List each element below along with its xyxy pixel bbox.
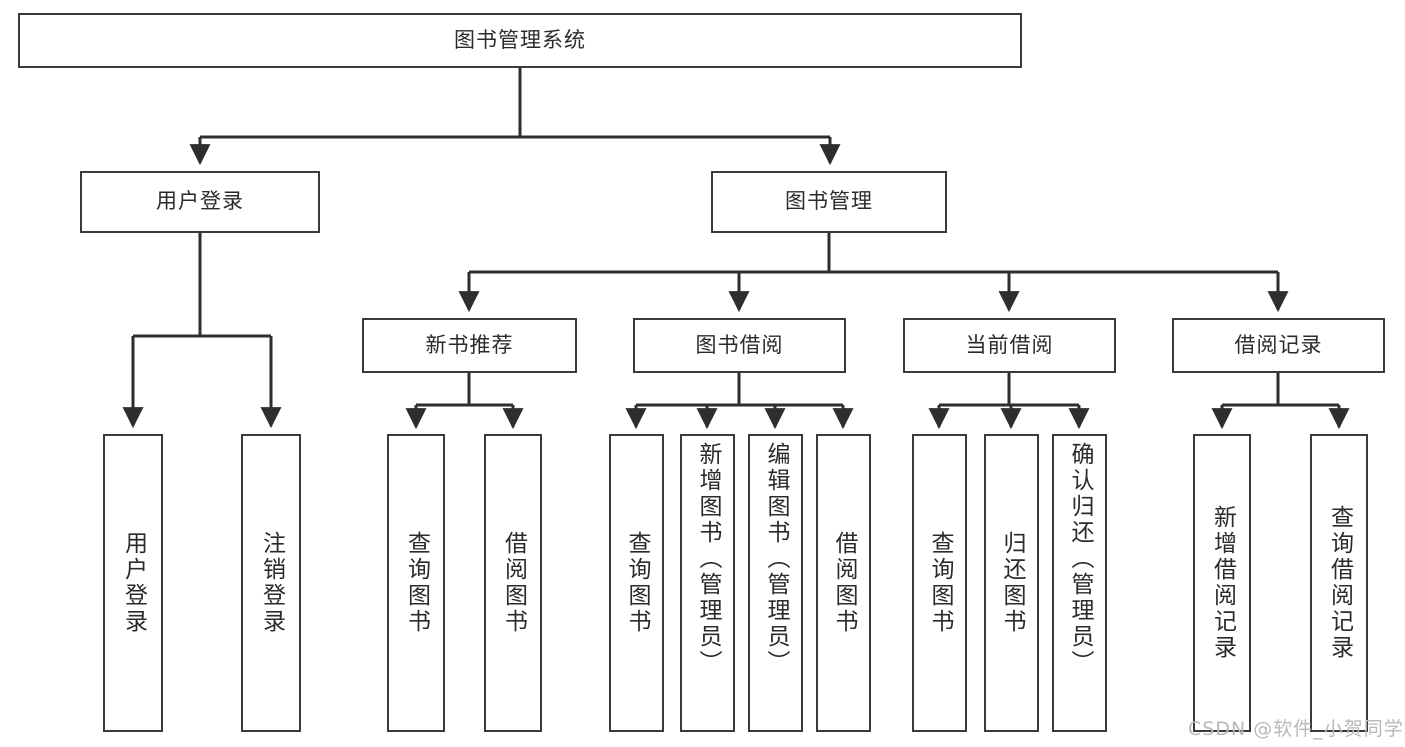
- node-leaf-query-book-2[interactable]: 查询图书: [609, 434, 664, 732]
- node-current-borrow[interactable]: 当前借阅: [903, 318, 1116, 373]
- node-leaf-edit-book[interactable]: 编辑图书（管理员）: [748, 434, 803, 732]
- node-leaf-borrow-book-2-label: 借阅图书: [831, 531, 857, 635]
- node-leaf-query-book-1-label: 查询图书: [403, 531, 430, 635]
- node-leaf-query-record[interactable]: 查询借阅记录: [1310, 434, 1368, 732]
- node-borrow-record-label: 借阅记录: [1234, 332, 1323, 357]
- node-leaf-user-login[interactable]: 用户登录: [103, 434, 163, 732]
- node-new-book-recommend[interactable]: 新书推荐: [362, 318, 577, 373]
- node-leaf-query-record-label: 查询借阅记录: [1326, 505, 1353, 661]
- node-leaf-query-book-3[interactable]: 查询图书: [912, 434, 967, 732]
- node-borrow-record[interactable]: 借阅记录: [1172, 318, 1385, 373]
- node-leaf-add-book-label: 新增图书（管理员）: [695, 442, 721, 676]
- node-leaf-add-record-label: 新增借阅记录: [1209, 505, 1236, 661]
- csdn-watermark: CSDN @软件_小贺同学: [1188, 718, 1404, 740]
- node-leaf-logout[interactable]: 注销登录: [241, 434, 301, 732]
- node-current-borrow-label: 当前借阅: [965, 332, 1054, 357]
- node-book-borrow-label: 图书借阅: [695, 332, 784, 357]
- node-leaf-borrow-book-2[interactable]: 借阅图书: [816, 434, 871, 732]
- node-root[interactable]: 图书管理系统: [18, 13, 1022, 68]
- node-leaf-borrow-book-1-label: 借阅图书: [500, 531, 527, 635]
- node-leaf-add-record[interactable]: 新增借阅记录: [1193, 434, 1251, 732]
- node-leaf-return-book-label: 归还图书: [999, 531, 1025, 635]
- node-new-book-recommend-label: 新书推荐: [425, 332, 514, 357]
- node-leaf-add-book[interactable]: 新增图书（管理员）: [680, 434, 735, 732]
- node-leaf-borrow-book-1[interactable]: 借阅图书: [484, 434, 542, 732]
- node-book-borrow[interactable]: 图书借阅: [633, 318, 846, 373]
- node-leaf-edit-book-label: 编辑图书（管理员）: [763, 442, 789, 676]
- node-root-label: 图书管理系统: [454, 27, 586, 52]
- node-leaf-confirm-return[interactable]: 确认归还（管理员）: [1052, 434, 1107, 732]
- node-leaf-confirm-return-label: 确认归还（管理员）: [1067, 442, 1093, 676]
- node-leaf-user-login-label: 用户登录: [120, 531, 147, 635]
- node-user-login-label: 用户登录: [156, 189, 244, 214]
- node-leaf-query-book-1[interactable]: 查询图书: [387, 434, 445, 732]
- node-leaf-query-book-2-label: 查询图书: [624, 531, 650, 635]
- node-book-manage[interactable]: 图书管理: [711, 171, 947, 233]
- node-leaf-query-book-3-label: 查询图书: [927, 531, 953, 635]
- node-leaf-return-book[interactable]: 归还图书: [984, 434, 1039, 732]
- node-leaf-logout-label: 注销登录: [258, 531, 285, 635]
- node-user-login[interactable]: 用户登录: [80, 171, 320, 233]
- node-book-manage-label: 图书管理: [785, 189, 873, 214]
